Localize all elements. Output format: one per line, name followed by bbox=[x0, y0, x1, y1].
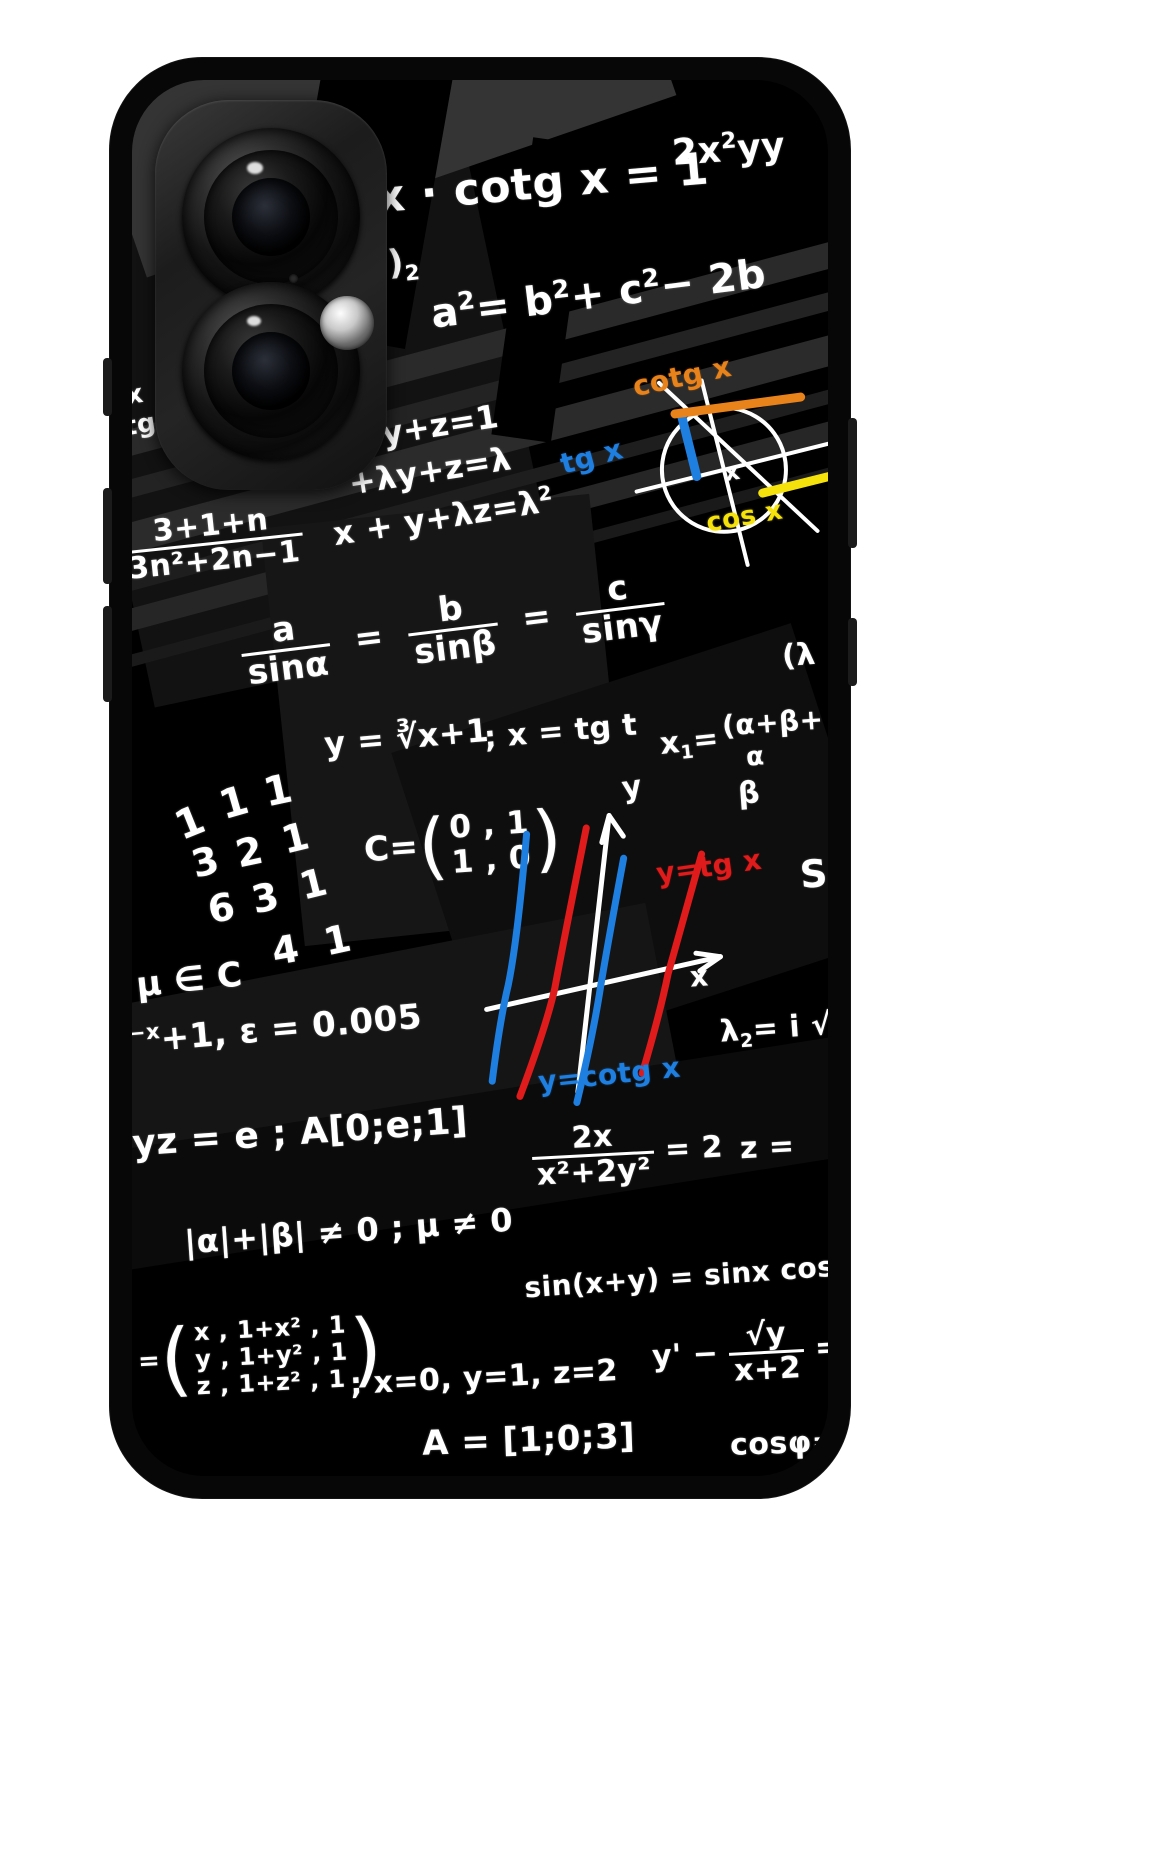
bigmat-row3: z , 1+z² , 1 bbox=[195, 1364, 347, 1400]
scatter-digit: 2 bbox=[231, 827, 268, 877]
los-c: c sinγ bbox=[571, 566, 669, 652]
bigmat-lparen: ( bbox=[157, 1311, 195, 1408]
x1-sym: x bbox=[658, 725, 682, 762]
lens-glint bbox=[247, 162, 263, 174]
scatter-digit: 1 bbox=[214, 776, 255, 830]
camera-control-button[interactable] bbox=[848, 618, 857, 686]
volume-up-button[interactable] bbox=[103, 488, 112, 584]
los-b: b sinβ bbox=[404, 587, 503, 672]
lam2-rest: = i √1 bbox=[751, 1005, 828, 1048]
mute-action-button[interactable] bbox=[103, 358, 112, 416]
power-button[interactable] bbox=[848, 418, 857, 548]
bigmat-prefix: = bbox=[137, 1345, 162, 1378]
lens-glint bbox=[247, 316, 261, 326]
frac2x-den: x²+2y² bbox=[532, 1150, 656, 1192]
frac2x-eq: = 2 bbox=[664, 1129, 724, 1168]
formula-paren-fragment: )2 bbox=[386, 240, 422, 287]
frag-base: 2x bbox=[670, 129, 723, 174]
eps-pre: −x bbox=[132, 1018, 162, 1046]
deriv-prefix: y' − bbox=[651, 1335, 720, 1375]
formula-x1-root: x1= bbox=[658, 721, 721, 766]
loc-b: = b bbox=[473, 277, 557, 333]
formula-cos-phi: cosφ= bbox=[729, 1424, 828, 1463]
camera-lens-top bbox=[182, 128, 360, 306]
trig-unit-circle-diagram bbox=[634, 378, 828, 567]
tangent-cotangent-graph bbox=[484, 813, 723, 1106]
formula-A-vector: A = [1;0;3] bbox=[421, 1416, 636, 1464]
scatter-digit: 4 bbox=[268, 925, 303, 975]
loc-c: + c bbox=[568, 266, 646, 321]
formula-x1-bracket: (α+β+ bbox=[720, 702, 825, 743]
los-a: a sinα bbox=[237, 607, 335, 693]
scatter-digit: 6 bbox=[204, 883, 239, 933]
camera-lens-bottom bbox=[182, 282, 360, 460]
scatter-digit: 3 bbox=[247, 873, 284, 923]
los-eq1: = bbox=[340, 614, 399, 662]
formula-top-right-fragment: 2x2yy bbox=[671, 124, 787, 174]
formula-big-matrix-tail: ; x=0, y=1, z=2 bbox=[349, 1353, 619, 1402]
formula-frac-2x: 2x x²+2y² = 2 bbox=[530, 1115, 724, 1192]
deriv-frac: √y x+2 bbox=[728, 1315, 806, 1388]
scatter-digit: 3 bbox=[187, 837, 224, 887]
formula-z-equals: z = bbox=[739, 1128, 796, 1167]
formula-sin-sum: sin(x+y) = sinx cosy bbox=[523, 1248, 828, 1305]
phone-body: g x · cotg x = 1 2x2yy )2 a2= b2+ c2− 2b… bbox=[103, 58, 857, 1498]
graph-axis-label-x: x bbox=[688, 959, 710, 994]
sys3-sup: 2 bbox=[536, 481, 554, 507]
formula-letter-S: S bbox=[798, 850, 828, 898]
formula-right-paren-lambda: (λ bbox=[780, 636, 817, 675]
dual-camera-module bbox=[155, 100, 387, 490]
microphone-hole bbox=[289, 274, 298, 283]
x1-eq: = bbox=[691, 721, 721, 759]
volume-down-button[interactable] bbox=[103, 606, 112, 702]
los-eq2: = bbox=[507, 594, 566, 641]
deriv-eq: = bbox=[814, 1329, 828, 1366]
deriv-num: √y bbox=[744, 1315, 787, 1353]
deriv-den: x+2 bbox=[729, 1348, 806, 1388]
frag-tail: yy bbox=[735, 125, 787, 170]
led-flash bbox=[320, 296, 374, 350]
loc-tail: − 2b bbox=[657, 250, 769, 310]
frac2x-body: 2x x²+2y² bbox=[530, 1119, 656, 1192]
matC-label: C= bbox=[362, 826, 420, 871]
paren-sub: 2 bbox=[403, 259, 422, 286]
formula-x1-alpha: α bbox=[744, 741, 766, 773]
formula-derivative: y' − √y x+2 = bbox=[650, 1315, 828, 1391]
